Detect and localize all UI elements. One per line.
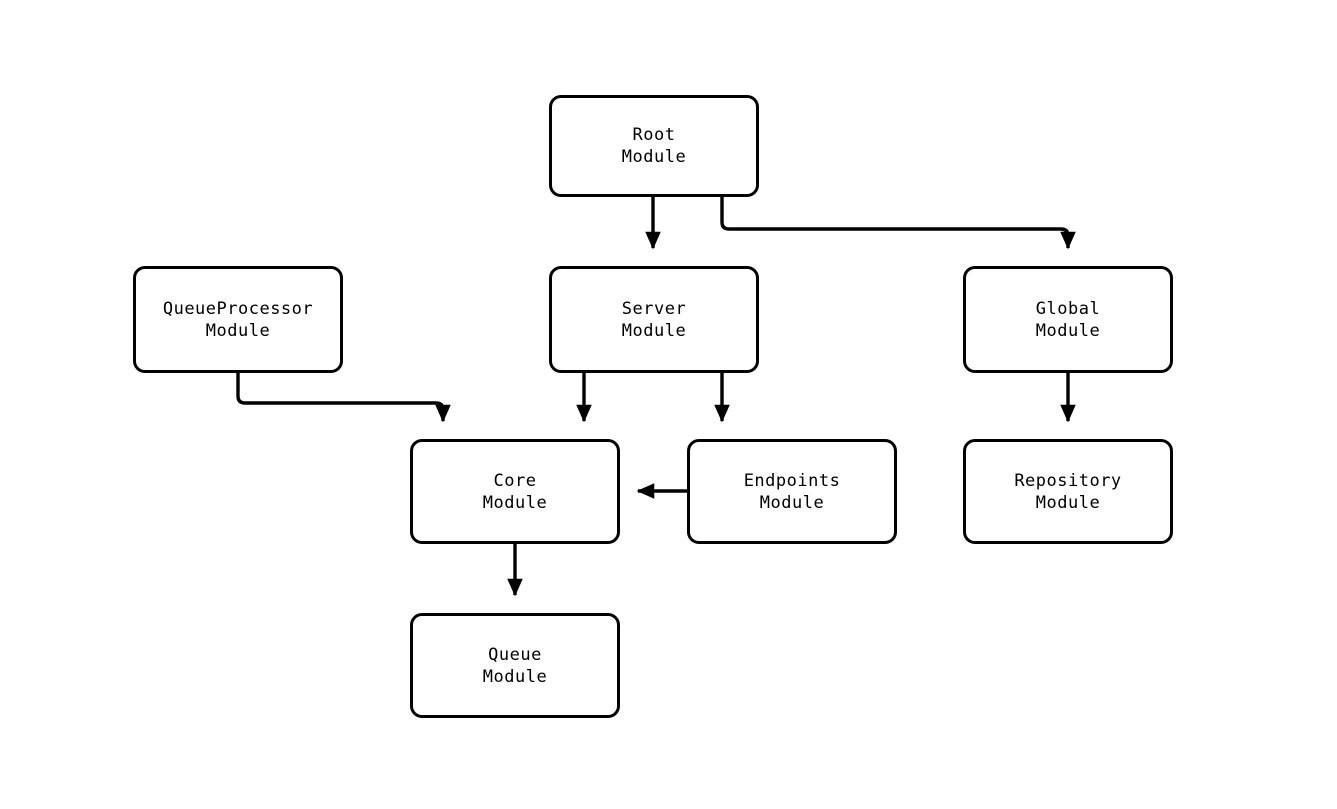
node-queue-module-line1: Queue <box>488 644 542 665</box>
node-root-module-line2: Module <box>621 147 687 167</box>
node-repository-module-line1: Repository <box>1014 470 1122 491</box>
node-queue-module[interactable]: Queue Module <box>410 613 620 718</box>
node-core-module[interactable]: Core Module <box>410 439 620 544</box>
node-global-module-line1: Global <box>1035 298 1101 319</box>
node-global-module-line2: Module <box>1035 320 1101 341</box>
node-core-module-line1: Core <box>493 470 537 491</box>
node-queueprocessor-module[interactable]: QueueProcessor Module <box>133 266 343 373</box>
node-server-module-line1: Server <box>621 298 687 319</box>
edge-queueprocessor-core <box>236 373 451 423</box>
node-global-module[interactable]: Global Module <box>963 266 1173 373</box>
node-endpoints-module-line2: Module <box>759 492 825 513</box>
node-root-module-line1: Root <box>632 125 676 145</box>
node-core-module-line2: Module <box>482 492 548 513</box>
node-endpoints-module-line1: Endpoints <box>743 470 841 491</box>
node-queue-module-line2: Module <box>482 666 548 687</box>
node-server-module[interactable]: Server Module <box>549 266 759 373</box>
node-root-module[interactable]: Root Module <box>549 95 759 197</box>
node-repository-module-line2: Module <box>1035 492 1101 513</box>
node-queueprocessor-module-line2: Module <box>205 320 271 341</box>
node-server-module-line2: Module <box>621 320 687 341</box>
node-repository-module[interactable]: Repository Module <box>963 439 1173 544</box>
node-queueprocessor-module-line1: QueueProcessor <box>162 298 314 319</box>
edge-root-global <box>720 197 1076 250</box>
node-endpoints-module[interactable]: Endpoints Module <box>687 439 897 544</box>
